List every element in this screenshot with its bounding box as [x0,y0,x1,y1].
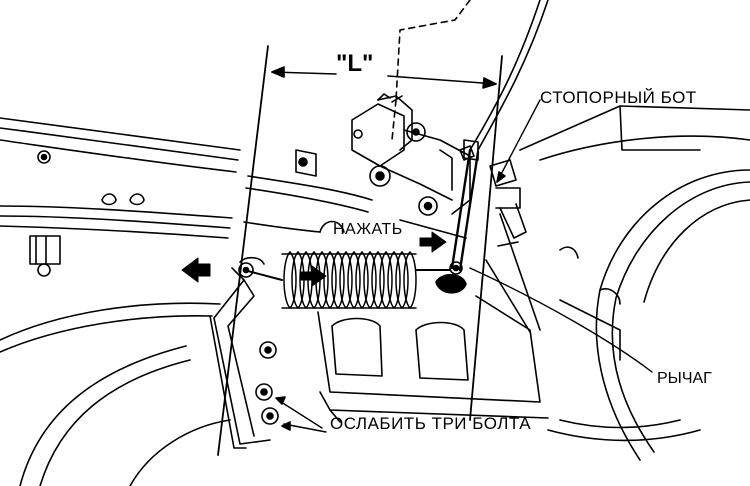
stop-bolt-assembly [489,99,541,247]
dimension-label: "L" [336,50,374,77]
brake-valve [295,93,475,216]
chassis-frame [0,117,373,277]
arrow-right-icon [419,231,447,253]
body-outline-dashed [391,0,471,141]
mounting-structure [317,213,549,423]
wheel-housing [0,302,231,486]
right-wheel-arcs [519,105,750,461]
press-label: НАЖАТЬ [333,221,403,238]
lever [435,139,653,373]
lever-label: РЫЧАГ [657,370,712,387]
loosen-bolts-label: ОСЛАБИТЬ ТРИ БОЛТА [330,414,532,433]
adjuster-bracket [209,256,327,449]
stop-bolt-label: СТОПОРНЫЙ БОТ [540,88,697,107]
brake-lines [399,0,549,239]
arrow-left-icon [181,257,211,283]
return-spring [243,251,451,309]
arrow-right-icon [299,265,327,287]
